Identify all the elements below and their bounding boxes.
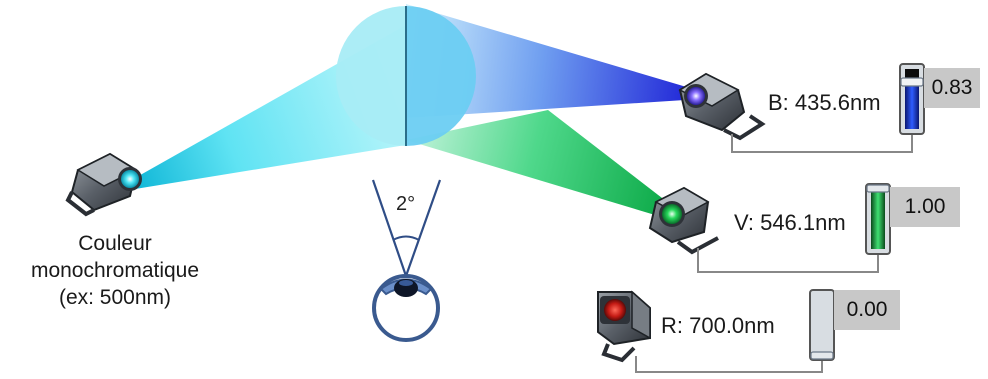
red-slider-handle[interactable] xyxy=(810,351,834,360)
red-wavelength-label: R: 700.0nm xyxy=(661,313,775,338)
red-connector-wire xyxy=(635,356,823,373)
green-wavelength-label: V: 546.1nm xyxy=(734,210,846,235)
blue-value-readout: 0.83 xyxy=(924,68,980,108)
blue-wavelength-label: B: 435.6nm xyxy=(768,90,881,115)
green-intensity-slider[interactable] xyxy=(865,183,891,255)
visual-angle-label: 2° xyxy=(396,193,416,215)
green-slider-handle[interactable] xyxy=(866,184,890,193)
bipartite-field xyxy=(336,6,476,146)
blue-slider-handle[interactable] xyxy=(900,77,924,87)
observer-eye-icon xyxy=(371,179,442,342)
green-value-readout: 1.00 xyxy=(890,187,960,227)
monochromatic-label-line2: monochromatique xyxy=(30,259,200,282)
red-intensity-slider[interactable] xyxy=(809,289,835,361)
blue-connector-wire xyxy=(731,132,913,153)
monochromatic-label-line3: (ex: 500nm) xyxy=(58,286,172,309)
monochromatic-label-line1: Couleur xyxy=(78,232,152,255)
blue-intensity-slider[interactable] xyxy=(899,63,925,135)
monochromatic-label: Couleur monochromatique (ex: 500nm) xyxy=(20,230,210,311)
green-connector-wire xyxy=(697,248,879,273)
red-value-readout: 0.00 xyxy=(834,290,900,330)
green-projector-icon xyxy=(648,186,719,255)
red-projector-icon xyxy=(597,290,651,363)
blue-light-beam xyxy=(406,4,700,118)
monochromatic-projector-icon xyxy=(65,152,142,217)
green-light-beam xyxy=(406,110,675,218)
blue-projector-icon xyxy=(678,72,766,141)
